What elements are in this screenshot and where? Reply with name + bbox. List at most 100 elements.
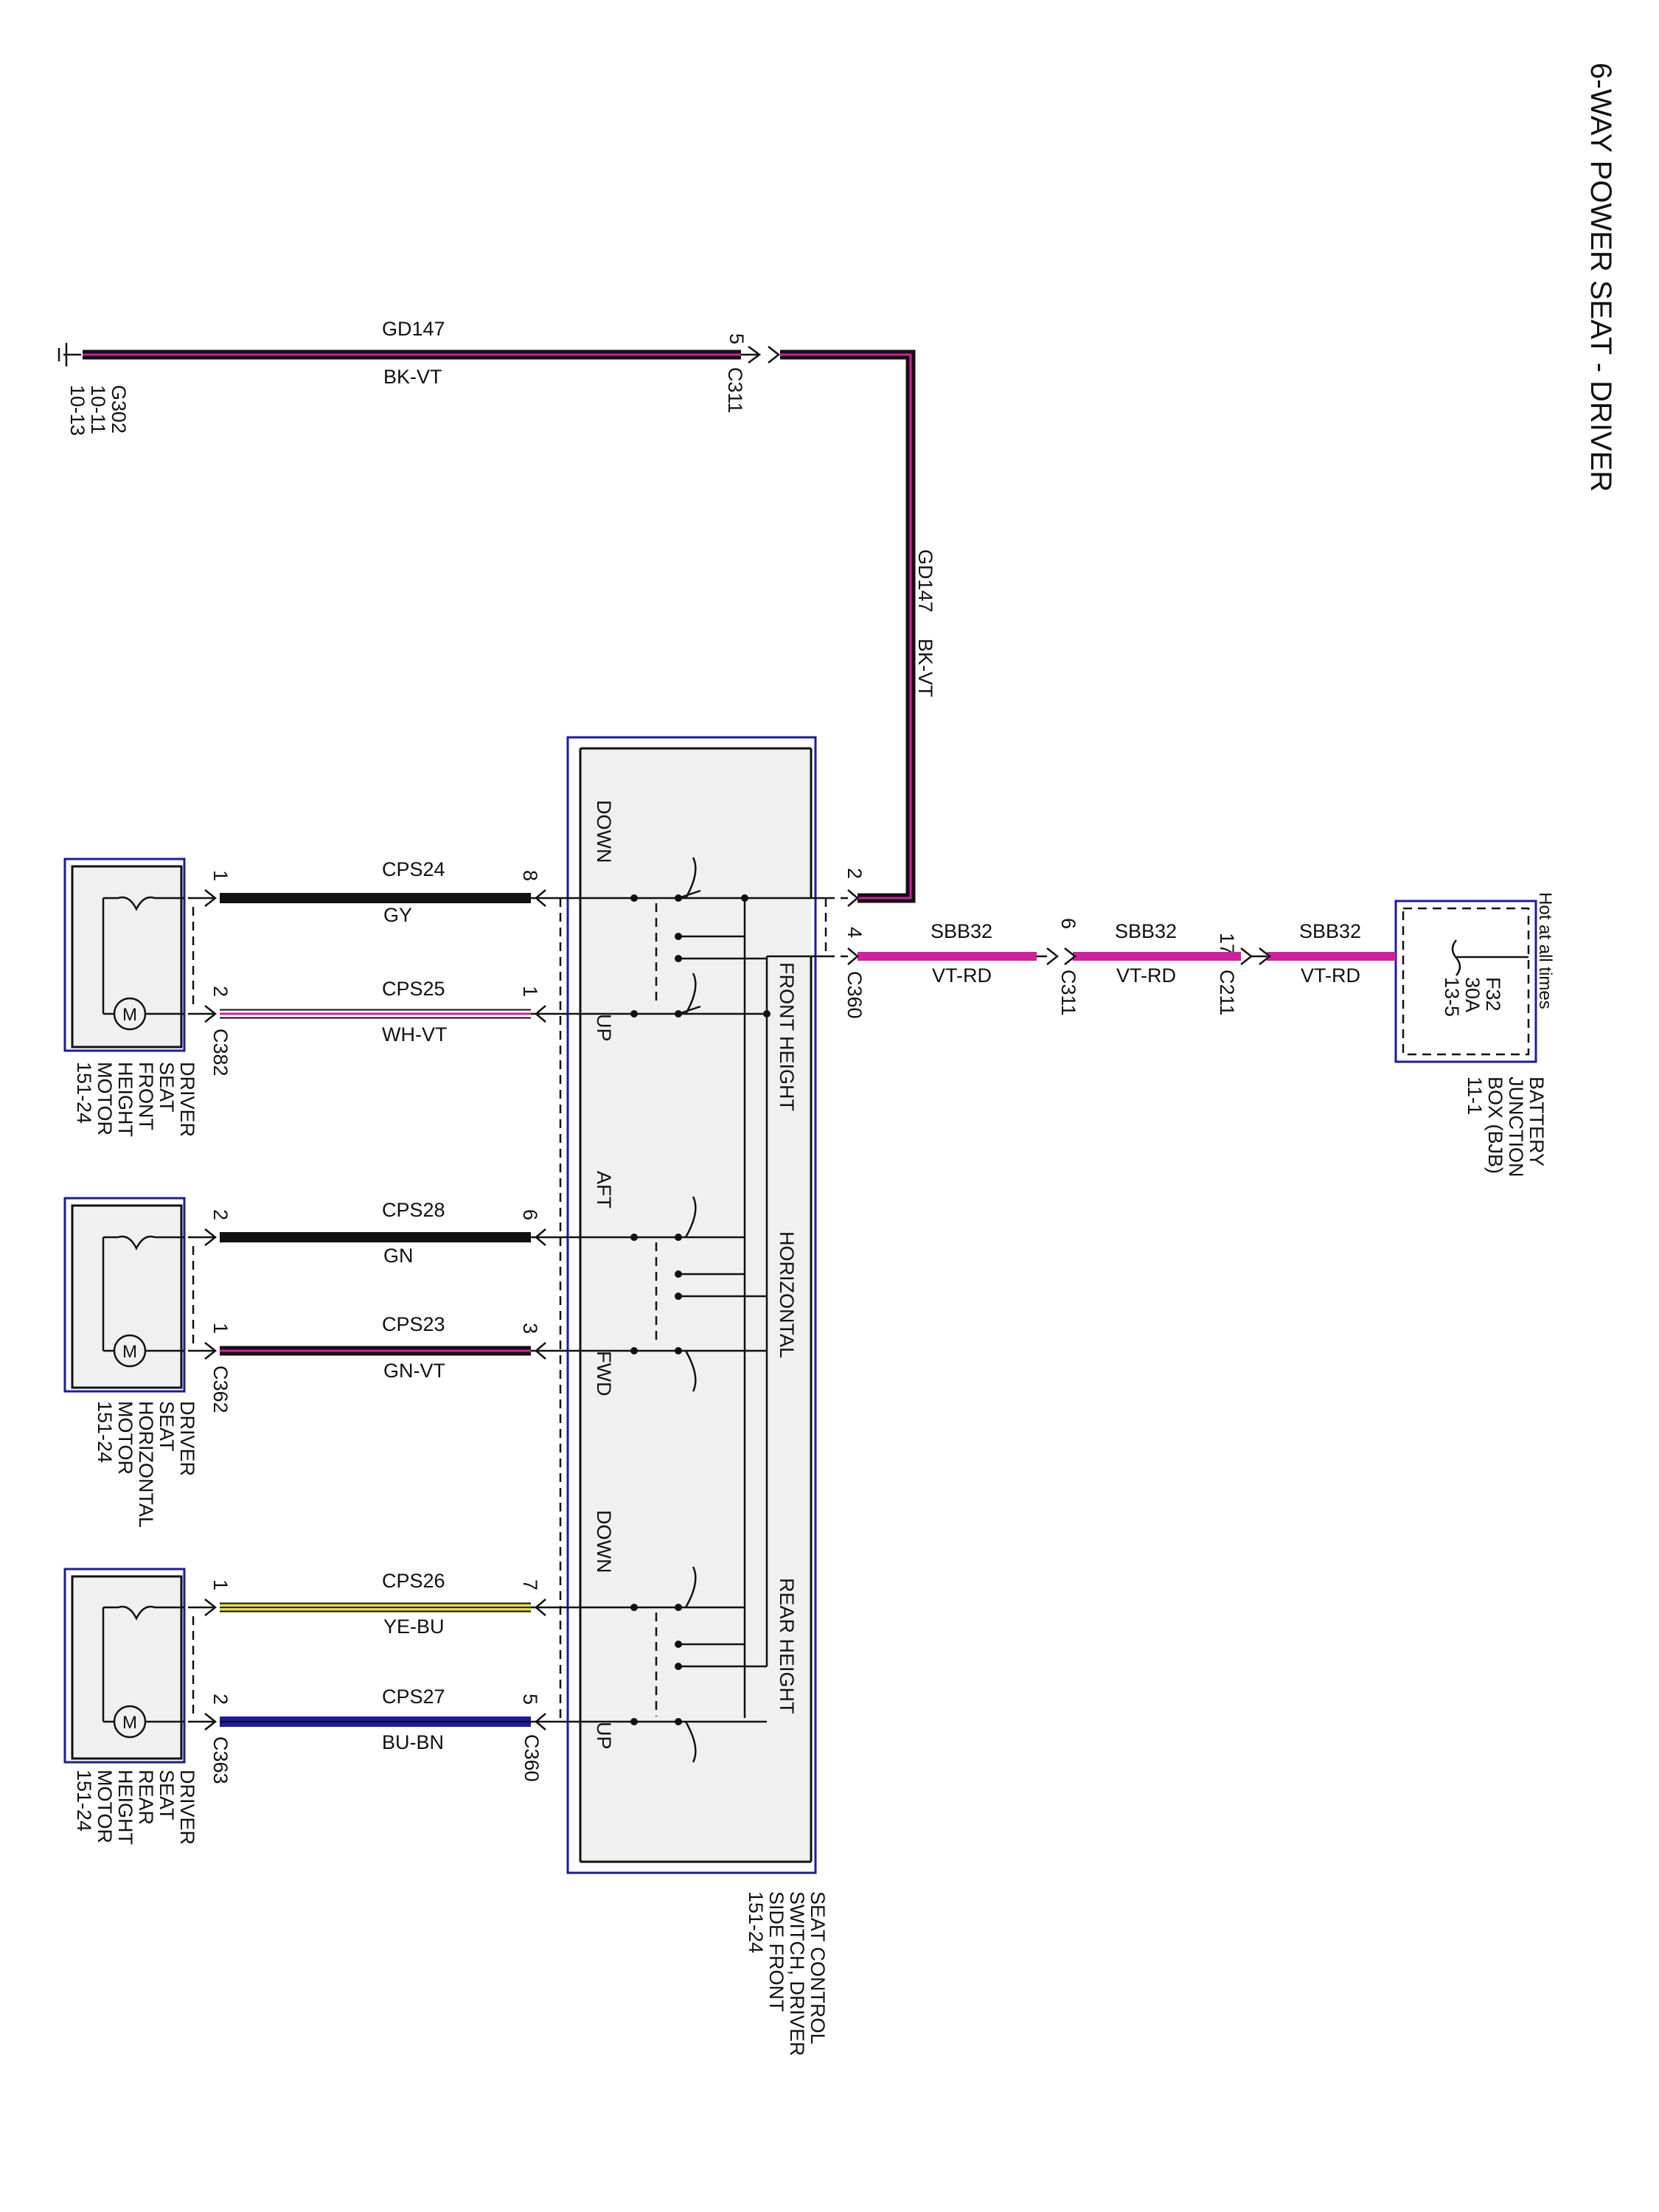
svg-text:BATTERY: BATTERY — [1526, 1077, 1548, 1166]
wire-cps25-color: WH-VT — [382, 1023, 447, 1046]
wire-gd147-vertical-color: BK-VT — [914, 639, 936, 698]
wire-cps28-color: GN — [383, 1245, 414, 1267]
motor-rear-height: M — [63, 1568, 218, 1764]
connector-c311-mid — [1037, 947, 1077, 965]
seat-control-switch — [559, 736, 826, 1874]
wire-cps24-circuit: CPS24 — [382, 858, 445, 880]
connector-c311-mid-pin: 6 — [1057, 918, 1079, 929]
svg-text:10-11: 10-11 — [87, 385, 109, 434]
svg-text:SEAT: SEAT — [156, 1062, 178, 1113]
ground-symbol — [58, 343, 81, 366]
wire-gd147-vertical-circuit: GD147 — [914, 549, 936, 613]
switch-section-front-height: FRONT HEIGHT — [776, 962, 798, 1111]
wire-cps26-circuit: CPS26 — [382, 1570, 445, 1592]
motor-rear-pin-a: 1 — [209, 1579, 232, 1590]
switch-contacts-horizontal — [560, 1196, 767, 1392]
motor-front-height: M — [63, 858, 218, 1052]
motor-horizontal-pin-a: 2 — [209, 1209, 232, 1220]
connector-c311-top — [741, 345, 781, 364]
svg-text:151-24: 151-24 — [73, 1770, 95, 1832]
wire-sbb32-c-color: VT-RD — [1301, 964, 1360, 987]
svg-text:SEAT: SEAT — [156, 1401, 178, 1452]
connector-c360-gnd-pin: 2 — [844, 868, 866, 879]
wire-cps28-circuit: CPS28 — [382, 1199, 445, 1221]
svg-text:11-1: 11-1 — [1464, 1077, 1486, 1115]
wire-cps23-circuit: CPS23 — [382, 1313, 445, 1335]
svg-text:FRONT: FRONT — [135, 1062, 157, 1130]
motor-front-label: DRIVER SEAT FRONT HEIGHT MOTOR 151-24 — [73, 1062, 198, 1137]
wire-cps25-circuit: CPS25 — [382, 978, 445, 1000]
motor-front-symbol: M — [122, 1005, 137, 1025]
svg-text:HEIGHT: HEIGHT — [114, 1062, 136, 1137]
c360-pin-cps27: 5 — [519, 1694, 541, 1705]
wire-cps24-color: GY — [383, 904, 412, 926]
motor-horizontal-label: DRIVER SEAT HORIZONTAL MOTOR 151-24 — [94, 1401, 198, 1528]
svg-text:G302: G302 — [108, 385, 130, 434]
svg-text:DRIVER: DRIVER — [176, 1401, 198, 1476]
motor-rear-label: DRIVER SEAT REAR HEIGHT MOTOR 151-24 — [73, 1770, 198, 1845]
svg-text:151-24: 151-24 — [94, 1401, 116, 1463]
svg-text:151-24: 151-24 — [745, 1891, 767, 1953]
svg-text:MOTOR: MOTOR — [94, 1062, 116, 1135]
switch-pos-rear-down: DOWN — [593, 1510, 615, 1573]
switch-contacts-rear — [560, 1566, 767, 1763]
ground-label: G302 10-11 10-13 — [66, 385, 130, 436]
c360-pin-cps28: 6 — [519, 1209, 541, 1220]
wire-sbb32-c-circuit: SBB32 — [1299, 920, 1361, 942]
motor-rear-pin-b: 2 — [209, 1694, 232, 1705]
switch-label: SEAT CONTROL SWITCH, DRIVER SIDE FRONT 1… — [745, 1891, 829, 2056]
wire-sbb32-a-color: VT-RD — [932, 964, 992, 987]
fuse-f32-labels: F32 30A 13-5 — [1441, 977, 1504, 1017]
connector-c362-name: C362 — [209, 1366, 232, 1413]
wire-sbb32-a-circuit: SBB32 — [931, 920, 992, 942]
svg-text:10-13: 10-13 — [66, 385, 88, 436]
motor-horizontal-symbol: M — [122, 1342, 137, 1362]
connector-c360-pwr-name: C360 — [844, 971, 866, 1019]
c360-pin-cps25: 1 — [519, 986, 541, 997]
wire-gd147-top-circuit: GD147 — [382, 318, 445, 340]
c360-pin-cps23: 3 — [519, 1323, 541, 1334]
connector-c360-bottom-name: C360 — [521, 1734, 543, 1782]
motor-rear-symbol: M — [122, 1713, 137, 1733]
svg-text:HORIZONTAL: HORIZONTAL — [135, 1401, 157, 1528]
switch-pos-horiz-fwd: FWD — [593, 1351, 615, 1396]
connector-c311-mid-name: C311 — [1057, 970, 1079, 1016]
switch-section-horizontal: HORIZONTAL — [776, 1231, 798, 1358]
svg-text:30A: 30A — [1461, 977, 1484, 1012]
battery-junction-box — [1394, 900, 1537, 1063]
c360-pin-cps26: 7 — [519, 1579, 541, 1590]
wire-sbb32-b-color: VT-RD — [1116, 964, 1176, 987]
connector-c211 — [1240, 947, 1272, 965]
connector-c311-top-pin: 5 — [726, 333, 748, 344]
svg-text:DRIVER: DRIVER — [176, 1062, 198, 1137]
switch-pos-rear-up: UP — [593, 1722, 615, 1750]
wire-gd147-top-color: BK-VT — [383, 366, 442, 388]
svg-text:REAR: REAR — [135, 1770, 157, 1825]
diagram-title: 6-WAY POWER SEAT - DRIVER — [1585, 63, 1617, 492]
svg-text:DRIVER: DRIVER — [176, 1770, 198, 1845]
motor-horizontal-pin-b: 1 — [209, 1323, 232, 1334]
svg-text:SIDE FRONT: SIDE FRONT — [765, 1891, 787, 2012]
bjb-label: BATTERY JUNCTION BOX (BJB) 11-1 — [1464, 1077, 1548, 1178]
svg-text:MOTOR: MOTOR — [114, 1401, 136, 1475]
wire-cps23-color: GN-VT — [383, 1360, 445, 1382]
switch-contacts-front — [560, 857, 771, 1018]
svg-text:BOX (BJB): BOX (BJB) — [1484, 1077, 1506, 1174]
bjb-hot-label: Hot at all times — [1535, 892, 1555, 1009]
motor-front-pin-a: 1 — [209, 870, 232, 881]
connector-c360-left — [531, 889, 560, 1731]
connector-c211-name: C211 — [1216, 970, 1238, 1016]
switch-pos-front-up: UP — [593, 1014, 615, 1042]
switch-pos-horiz-aft: AFT — [593, 1171, 615, 1208]
svg-text:F32: F32 — [1482, 977, 1504, 1012]
connector-c382-name: C382 — [209, 1029, 232, 1077]
svg-text:MOTOR: MOTOR — [94, 1770, 116, 1843]
connector-c363-name: C363 — [209, 1736, 232, 1784]
connector-c311-top-name: C311 — [724, 367, 746, 414]
svg-text:151-24: 151-24 — [73, 1062, 95, 1124]
wire-cps27-circuit: CPS27 — [382, 1686, 445, 1708]
motor-front-pin-b: 2 — [209, 986, 232, 997]
switch-section-rear-height: REAR HEIGHT — [776, 1578, 798, 1714]
switch-pos-front-down: DOWN — [593, 800, 615, 863]
